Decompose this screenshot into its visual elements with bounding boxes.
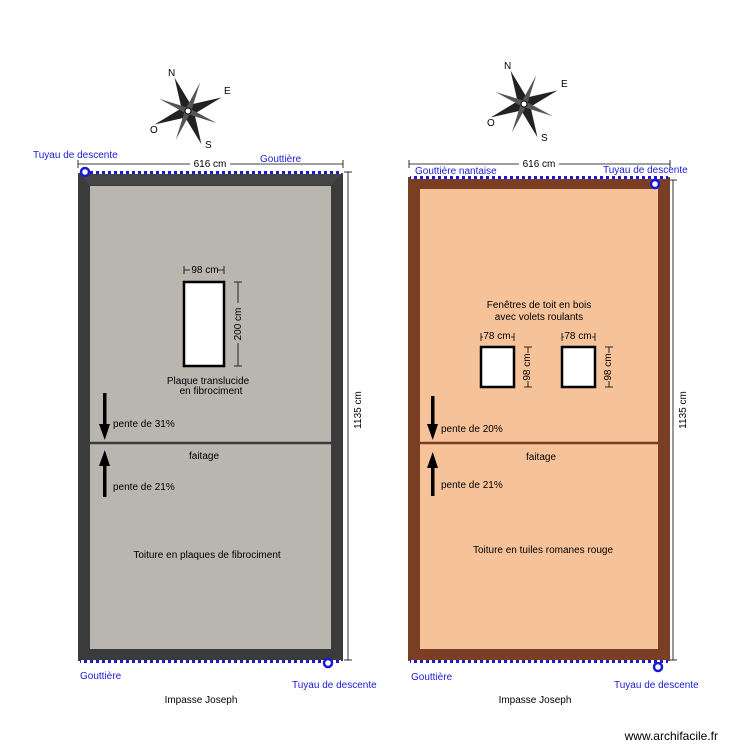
window2-width-label: 78 cm [564,331,591,342]
compass-letter-n: N [168,68,175,79]
window1-width-label: 78 cm [483,331,510,342]
downpipe-label-top: Tuyau de descente [33,150,118,161]
roof-window-1 [479,345,516,389]
bottom-gutter [410,660,668,663]
downpipe-icon [652,661,664,673]
dimension-label-bg [519,158,559,168]
downpipe-label-top: Tuyau de descente [603,165,688,176]
dimension-label-bg [232,303,244,343]
roof-bevel [78,173,343,185]
slope-arrow-down-icon [99,393,110,440]
compass-letter-n: N [504,61,511,72]
dimension-label-bg [352,385,364,435]
slope-arrow-up-icon [427,452,438,496]
roof-width-label: 616 cm [523,159,556,170]
top-gutter [410,176,668,179]
window2-height-label: 98 cm [603,353,614,380]
left-roof: N S E O 616 cm 1135 cm Tuyau de descente… [33,68,377,706]
top-gutter-label: Gouttière nantaise [415,166,497,177]
dimension-label-bg [521,353,533,381]
downpipe-label-bottom: Tuyau de descente [614,680,699,691]
compass-rose-icon [154,77,222,145]
slope-bottom-label: pente de 21% [113,482,175,493]
roof-width-label: 616 cm [194,159,227,170]
top-gutter-label: Gouttière [260,154,302,165]
window-width-label: 98 cm [191,265,218,276]
bottom-gutter-label: Gouttière [80,671,122,682]
downpipe-icon [649,178,661,190]
roof-height-label: 1135 cm [353,391,364,429]
slope-top-label: pente de 20% [441,424,503,435]
dimension-label-bg [564,331,592,341]
windows-label-line1: Fenêtres de toit en bois [487,300,592,311]
roof-material-label: Toiture en plaques de fibrociment [133,550,281,561]
slope-top-label: pente de 31% [113,419,175,430]
compass-letter-s: S [205,140,212,151]
roof-window-2 [560,345,597,389]
downpipe-label-bottom: Tuyau de descente [292,680,377,691]
dimension-label-bg [677,385,689,435]
compass-letter-s: S [541,133,548,144]
compass-letter-o: O [150,125,158,136]
downpipe-icon [79,166,91,178]
roof-surface [420,189,658,649]
skylight-label-line1: Plaque translucide [167,376,250,387]
bottom-gutter [80,660,341,663]
right-roof: N S E O 616 cm 1135 cm Gouttière nantais… [408,61,699,706]
top-gutter [80,171,341,174]
skylight-label-line2: en fibrociment [180,386,243,397]
ridge-label: faitage [526,452,556,463]
credit-watermark: www.archifacile.fr [624,729,718,743]
dimension-label-bg [190,264,218,274]
roof-height-label: 1135 cm [678,391,689,429]
ridge-label: faitage [189,451,219,462]
skylight-window [182,280,226,368]
windows-label-line2: avec volets roulants [495,312,583,323]
compass-letter-e: E [561,79,568,90]
dimension-label-bg [483,331,511,341]
compass-letter-e: E [224,86,231,97]
slope-arrow-up-icon [99,450,110,497]
window1-height-label: 98 cm [522,353,533,380]
dimension-label-bg [602,353,614,381]
compass-rose-icon [490,70,558,138]
window-height-label: 200 cm [233,308,244,341]
dimension-label-bg [190,158,230,168]
compass-letter-o: O [487,118,495,129]
roof-material-label: Toiture en tuiles romanes rouge [473,545,614,556]
slope-arrow-down-icon [427,396,438,440]
bottom-gutter-label: Gouttière [411,672,453,683]
street-label: Impasse Joseph [165,695,238,706]
roof-surface [90,186,331,649]
street-label: Impasse Joseph [499,695,572,706]
downpipe-icon [322,657,334,669]
slope-bottom-label: pente de 21% [441,480,503,491]
